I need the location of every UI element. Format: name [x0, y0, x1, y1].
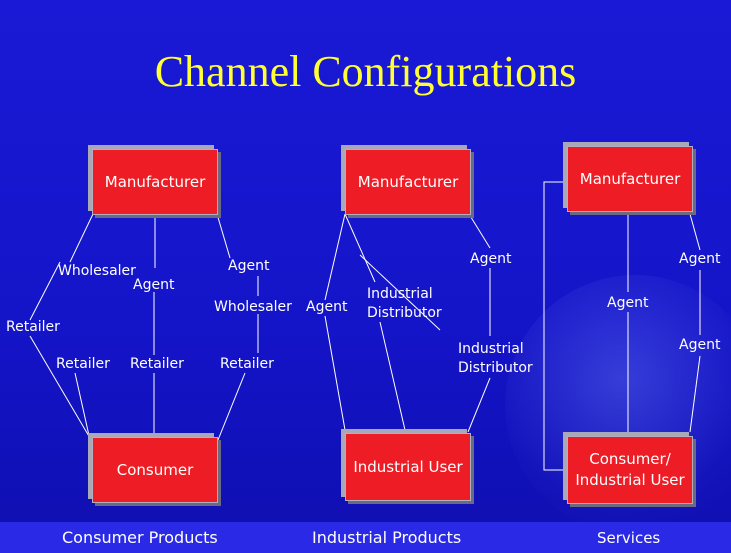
connector: [29, 261, 61, 321]
retailer-outer-label: Retailer: [6, 319, 60, 335]
connector: [324, 315, 346, 431]
services-manufacturer-box: Manufacturer: [567, 146, 693, 212]
distributor-text: Industrial Distributor: [367, 286, 442, 321]
agent-label: Agent: [607, 295, 649, 311]
agent-label: Agent: [470, 251, 512, 267]
connector: [468, 213, 491, 249]
industrial-manufacturer-box: Manufacturer: [345, 149, 471, 215]
wholesaler-label: Wholesaler: [214, 299, 292, 315]
connector: [29, 335, 91, 439]
industrial-distributor-label: Industrial Distributor: [367, 285, 457, 323]
agent-label: Agent: [228, 258, 270, 274]
retailer-label: Retailer: [56, 356, 110, 372]
connector: [359, 254, 441, 331]
agent-label: Agent: [679, 337, 721, 353]
connector: [467, 377, 491, 433]
consumer-box: Consumer: [92, 437, 218, 503]
connector: [689, 355, 701, 433]
page-title: Channel Configurations: [154, 47, 577, 96]
agent-label: Agent: [133, 277, 175, 293]
consumer-products-footer: Consumer Products: [62, 528, 218, 547]
industrial-user-box: Industrial User: [345, 433, 471, 501]
connector: [324, 213, 346, 301]
wholesaler-label: Wholesaler: [58, 263, 136, 279]
connector: [74, 372, 91, 441]
connector: [217, 372, 246, 441]
retailer-label: Retailer: [220, 356, 274, 372]
industrial-distributor-label: Industrial Distributor: [458, 340, 548, 378]
footer-band: [0, 522, 731, 553]
industrial-products-footer: Industrial Products: [312, 528, 462, 547]
services-user-box: Consumer/ Industrial User: [567, 436, 693, 504]
services-footer: Services: [597, 529, 661, 547]
agent-label: Agent: [306, 299, 348, 315]
agent-label: Agent: [679, 251, 721, 267]
connector: [379, 321, 406, 431]
retailer-label: Retailer: [130, 356, 184, 372]
connector: [689, 213, 701, 251]
connector: [344, 213, 376, 283]
distributor-text: Industrial Distributor: [458, 341, 533, 376]
connector: [216, 213, 231, 259]
connector: [69, 213, 94, 263]
connector: [543, 181, 566, 471]
consumer-manufacturer-box: Manufacturer: [92, 149, 218, 215]
